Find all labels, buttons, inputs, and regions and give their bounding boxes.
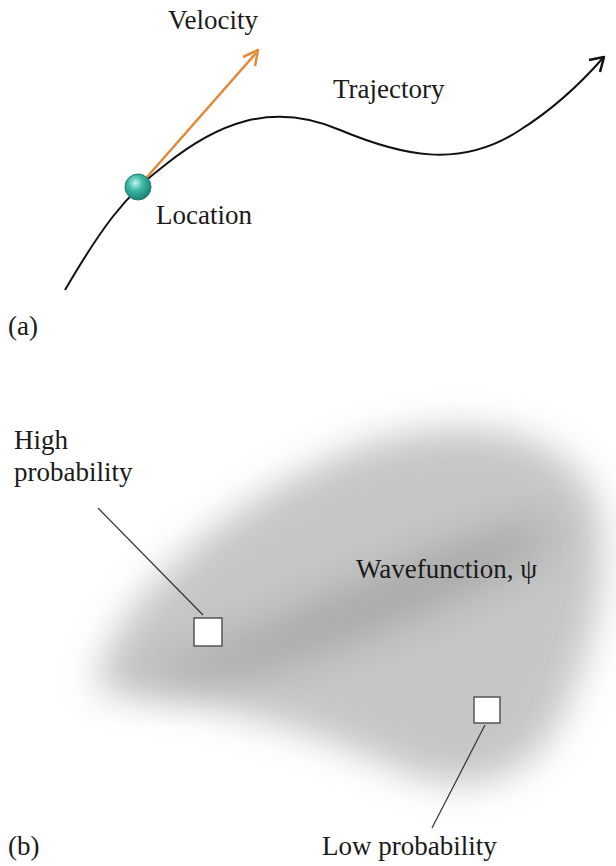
label: (a) (8, 310, 38, 342)
label: High probability (14, 424, 189, 489)
trajectory-arrowhead (589, 57, 604, 72)
sample-square (474, 697, 500, 723)
wavefunction-cloud (95, 428, 603, 784)
cloud-dense-band (110, 524, 560, 690)
leader-line (432, 725, 485, 828)
label: Location (156, 199, 252, 231)
velocity-arrow (140, 53, 256, 185)
label: Velocity (168, 4, 258, 36)
label: Wavefunction, ψ (356, 553, 537, 585)
trajectory-curve (65, 58, 603, 290)
label: (b) (8, 830, 39, 862)
leader-line (98, 508, 203, 615)
label: Low probability (322, 830, 497, 862)
particle (125, 174, 151, 200)
sample-square (194, 618, 222, 646)
label: Trajectory (333, 73, 444, 105)
velocity-arrowhead (243, 50, 258, 66)
